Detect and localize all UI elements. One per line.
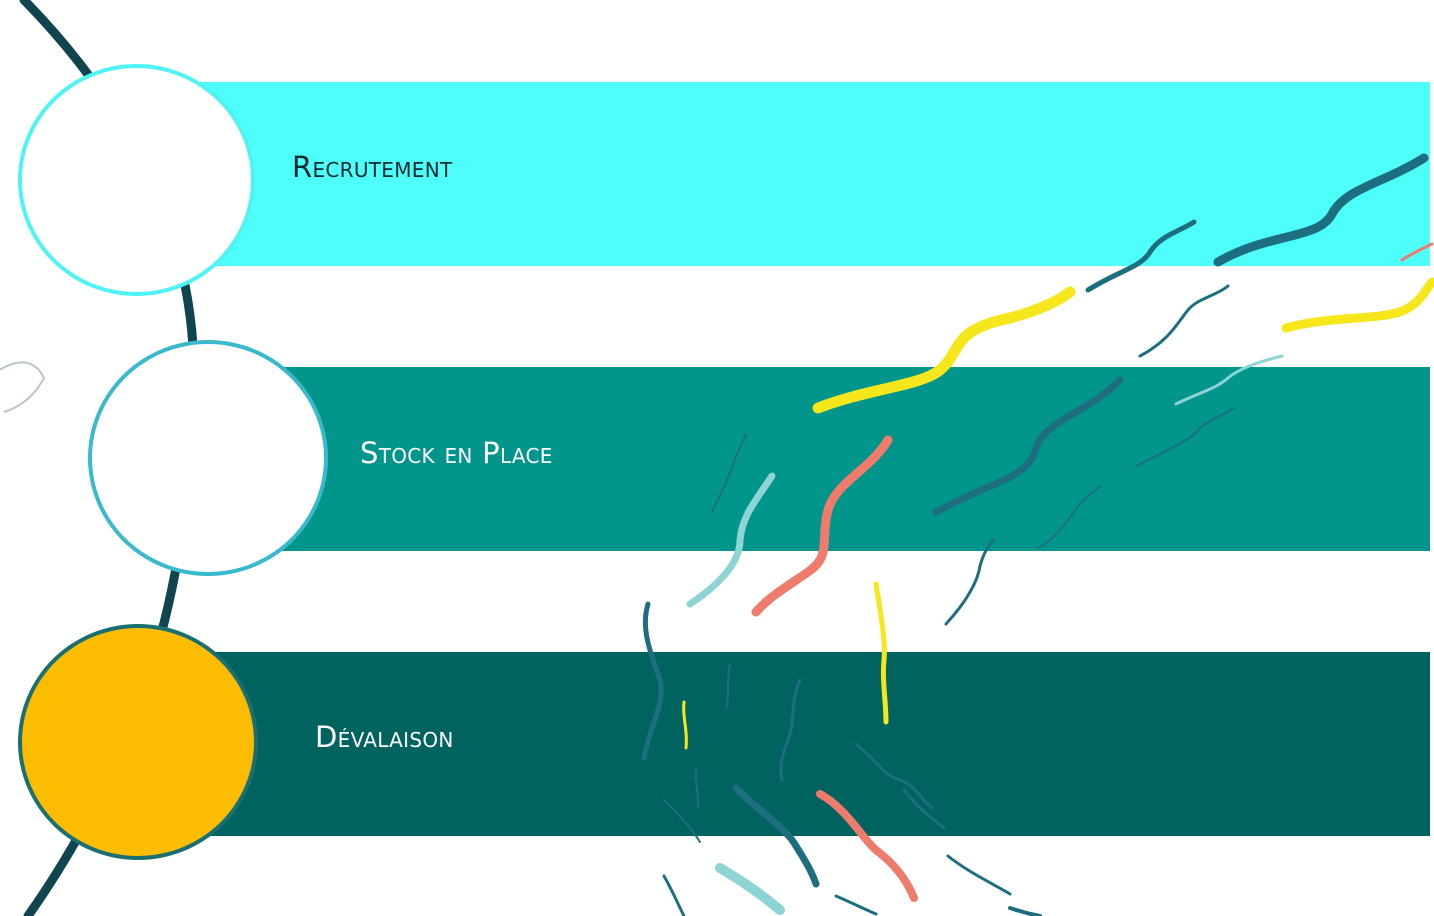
eel-coral-2 (1400, 242, 1434, 262)
eel-dark-15 (902, 788, 946, 830)
eel-coral-3 (816, 790, 918, 902)
eel-dark-6 (1037, 485, 1101, 549)
eel-dark-11 (779, 678, 802, 782)
step-label-devalaison: Dévalaison (315, 720, 454, 754)
eel-dark-2 (1085, 219, 1197, 293)
eel-dark-14 (854, 742, 934, 810)
eel-dark-7 (1135, 407, 1235, 467)
eel-dark-8 (1174, 354, 1284, 406)
eel-light-1 (686, 472, 776, 608)
eel-dark-12 (725, 663, 731, 709)
eel-dark-1 (1213, 153, 1429, 267)
eel-dark-3 (1138, 284, 1230, 358)
band-recrutement (200, 82, 1430, 266)
eel-dark-9 (711, 433, 747, 513)
step-label-recrutement: Recrutement (292, 150, 453, 184)
eel-dark-10 (641, 601, 664, 761)
eel-dark-16 (663, 799, 701, 843)
eel-dark-18 (946, 854, 1012, 896)
leaf-outline-icon (0, 361, 46, 413)
eel-yellow-4 (682, 700, 688, 750)
eel-dark-13 (732, 784, 820, 888)
eel-dark-21 (1008, 906, 1042, 916)
band-devalaison (200, 652, 1430, 836)
step-circle-recrutement (18, 64, 255, 296)
step-circle-devalaison (18, 624, 258, 860)
step-circle-stock-en-place (88, 340, 328, 576)
eel-yellow-2 (1281, 277, 1434, 333)
eel-coral-1 (751, 435, 893, 617)
eel-dark-4 (932, 376, 1124, 516)
band-stock-en-place (200, 367, 1430, 551)
eel-dark-19 (662, 874, 686, 916)
eel-dark-17 (694, 767, 700, 807)
eel-dark-20 (834, 894, 878, 916)
eel-yellow-1 (812, 286, 1076, 414)
eel-light-2 (715, 863, 785, 915)
eel-yellow-3 (873, 581, 889, 725)
step-label-stock-en-place: Stock en Place (360, 436, 553, 470)
eel-dark-5 (944, 538, 996, 626)
